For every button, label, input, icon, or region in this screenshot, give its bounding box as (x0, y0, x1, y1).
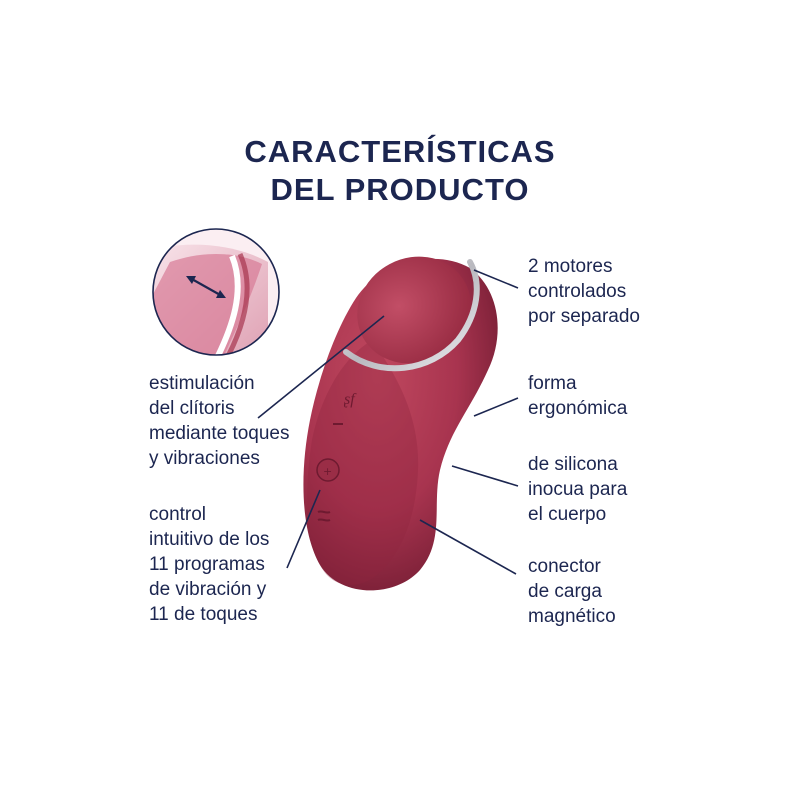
feature-motors-line: controlados (528, 281, 627, 302)
feature-ergonomic-line: ergonómica (528, 398, 628, 419)
feature-ergonomic: forma ergonómica (528, 371, 627, 421)
title-line-1: CARACTERÍSTICAS (244, 134, 556, 169)
svg-text:+: + (323, 465, 332, 478)
feature-control: control intuitivo de los 11 programas de… (149, 502, 269, 627)
brand-logo-icon: ʂf (343, 391, 357, 408)
feature-stimulation-line: y vibraciones (149, 448, 260, 469)
page-title: CARACTERÍSTICAS DEL PRODUCTO (0, 133, 800, 209)
title-line-2: DEL PRODUCTO (270, 172, 530, 207)
magnified-tip-icon (152, 228, 280, 356)
feature-silicone: de silicona inocua para el cuerpo (528, 452, 627, 527)
feature-stimulation: estimulación del clítoris mediante toque… (149, 371, 290, 471)
feature-control-line: intuitivo de los (149, 529, 270, 550)
feature-ergonomic-line: forma (528, 373, 577, 394)
feature-stimulation-line: mediante toques (149, 423, 290, 444)
product-body: ʂf + (303, 256, 498, 591)
feature-silicone-line: de silicona (528, 454, 618, 475)
feature-motors-line: 2 motores (528, 256, 613, 277)
feature-charger: conector de carga magnético (528, 554, 616, 629)
control-buttons-icon: + (316, 423, 343, 522)
feature-silicone-line: el cuerpo (528, 504, 607, 525)
double-arrow-icon (186, 276, 226, 298)
feature-motors-line: por separado (528, 306, 640, 327)
feature-control-line: control (149, 504, 207, 525)
feature-motors: 2 motores controlados por separado (528, 254, 640, 329)
feature-silicone-line: inocua para (528, 479, 628, 500)
leader-lines (257, 269, 519, 575)
feature-control-line: de vibración y (149, 579, 267, 600)
feature-charger-line: magnético (528, 606, 616, 627)
feature-charger-line: conector (528, 556, 601, 577)
feature-stimulation-line: del clítoris (149, 398, 235, 419)
feature-control-line: 11 de toques (149, 604, 258, 625)
feature-stimulation-line: estimulación (149, 373, 255, 394)
feature-control-line: 11 programas (149, 554, 265, 575)
feature-charger-line: de carga (528, 581, 602, 602)
